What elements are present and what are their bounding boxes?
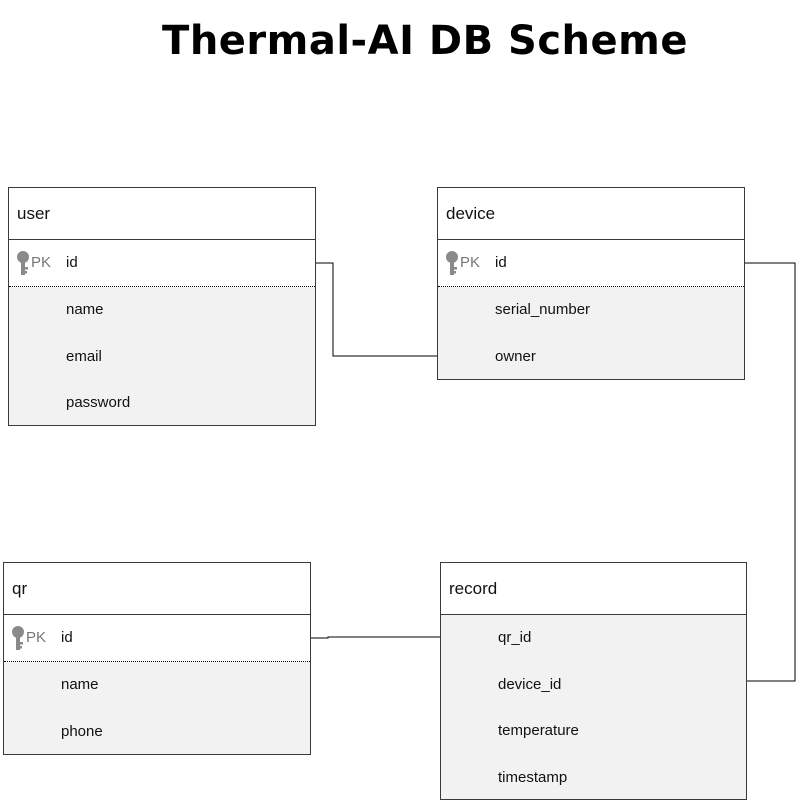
entity-device[interactable]: device PK id serial_number owner [437, 187, 745, 380]
field-name: timestamp [498, 768, 568, 786]
field-name: device_id [498, 675, 562, 693]
key-icon [12, 626, 24, 650]
entity-device-pk-row: PK id [438, 240, 744, 287]
relation-user-device [316, 262, 438, 357]
entity-user-header: user [9, 188, 315, 240]
field-name: qr_id [498, 629, 532, 646]
key-icon [17, 251, 29, 275]
pk-label: PK [26, 629, 47, 646]
field-name: serial_number [495, 301, 591, 318]
field-row: owner [438, 334, 744, 381]
pk-field: id [66, 254, 78, 271]
entity-qr-pk-row: PK id [4, 615, 310, 662]
entity-record[interactable]: record qr_id device_id temperature times… [440, 562, 747, 800]
field-name: password [66, 394, 131, 411]
field-row: name [9, 287, 315, 334]
field-name: email [66, 347, 102, 365]
entity-qr[interactable]: qr PK id name phone [3, 562, 311, 755]
pk-field: id [61, 629, 73, 646]
entity-user-pk-row: PK id [9, 240, 315, 287]
pk-label: PK [31, 254, 52, 271]
key-icon [446, 251, 458, 275]
entity-qr-header: qr [4, 563, 310, 615]
field-name: temperature [498, 722, 579, 739]
field-row: phone [4, 709, 310, 756]
field-row: password [9, 380, 315, 427]
pk-field: id [495, 254, 507, 271]
field-name: name [61, 676, 99, 693]
field-row: serial_number [438, 287, 744, 334]
field-row: temperature [441, 708, 746, 755]
entity-record-body: qr_id device_id temperature timestamp [441, 615, 746, 801]
diagram-title: Thermal-AI DB Scheme [162, 18, 688, 64]
relation-qr-record [311, 636, 440, 639]
field-name: owner [495, 347, 536, 365]
field-row: device_id [441, 662, 746, 709]
relation-device-record [745, 262, 796, 682]
field-row: name [4, 662, 310, 709]
field-name: name [66, 301, 104, 318]
pk-label: PK [460, 254, 481, 271]
entity-record-header: record [441, 563, 746, 615]
field-row: qr_id [441, 615, 746, 662]
field-name: phone [61, 722, 103, 740]
field-row: email [9, 334, 315, 381]
field-row: timestamp [441, 755, 746, 802]
entity-user[interactable]: user PK id name email password [8, 187, 316, 426]
entity-device-header: device [438, 188, 744, 240]
